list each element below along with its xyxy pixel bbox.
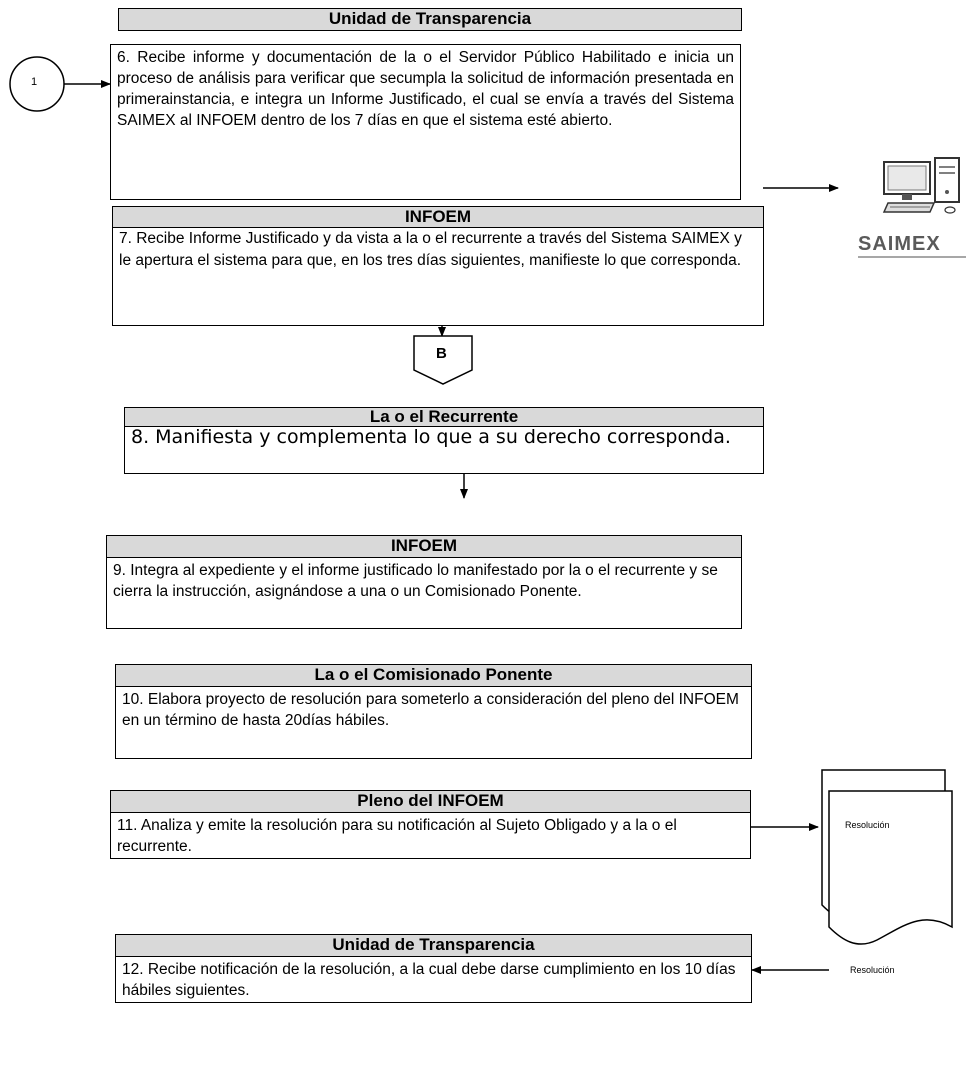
step-9-header: INFOEM — [106, 535, 742, 558]
step-6-text: 6. Recibe informe y documentación de la … — [117, 49, 734, 129]
computer-icon — [882, 157, 960, 214]
step-11-header: Pleno del INFOEM — [110, 790, 751, 813]
step-8-header: La o el Recurrente — [124, 407, 764, 427]
step-10-box: 10. Elabora proyecto de resolución para … — [115, 686, 752, 759]
step-11-box: 11. Analiza y emite la resolución para s… — [110, 812, 751, 859]
document-1-label: Resolución — [845, 820, 890, 830]
step-7-header: INFOEM — [112, 206, 764, 229]
step-9-text: 9. Integra al expediente y el informe ju… — [113, 562, 718, 600]
saimex-logo: SAIMEX — [858, 233, 941, 255]
step-11-text: 11. Analiza y emite la resolución para s… — [117, 817, 677, 855]
step-12-box: 12. Recibe notificación de la resolución… — [115, 956, 752, 1003]
step-8-text: 8. Manifiesta y complementa lo que a su … — [131, 426, 731, 448]
step-10-header: La o el Comisionado Ponente — [115, 664, 752, 687]
step-12-header-visible: Unidad de Transparencia — [115, 934, 752, 957]
step-6-header: Unidad de Transparencia — [118, 8, 742, 31]
step-8-box: 8. Manifiesta y complementa lo que a su … — [124, 426, 764, 474]
step-9-box: 9. Integra al expediente y el informe ju… — [106, 557, 742, 629]
step-7-text: 7. Recibe Informe Justificado y da vista… — [119, 230, 742, 269]
document-shape-2 — [828, 790, 953, 945]
connector-1-label: 1 — [31, 76, 38, 88]
document-2-label: Resolución — [850, 965, 895, 975]
offpage-connector-b — [413, 335, 473, 385]
step-10-text: 10. Elabora proyecto de resolución para … — [122, 691, 739, 729]
offpage-b-label: B — [436, 345, 447, 362]
step-6-box: 6. Recibe informe y documentación de la … — [110, 44, 741, 200]
step-7-box: 7. Recibe Informe Justificado y da vista… — [112, 227, 764, 326]
step-12-text: 12. Recibe notificación de la resolución… — [122, 961, 736, 999]
